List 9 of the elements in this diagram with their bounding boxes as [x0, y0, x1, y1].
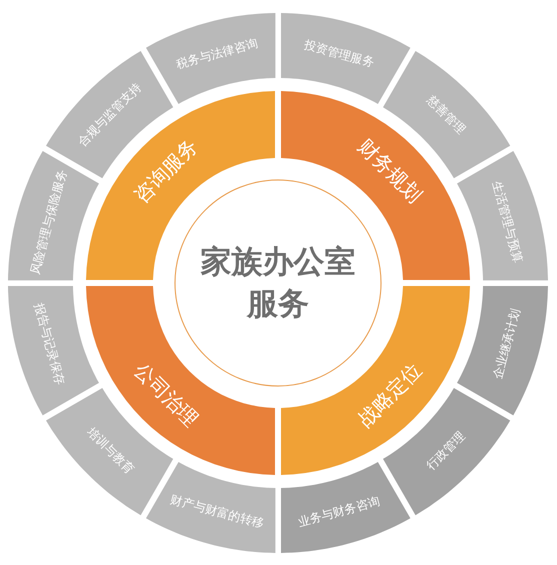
segment-label: 企业继承计划	[490, 307, 524, 382]
segment-label: 报告与记录保存	[30, 302, 68, 388]
segment-label: 风险管理与保险服务	[26, 167, 70, 276]
segment-label: 财产与财富的转移	[168, 492, 266, 534]
segment-label: 业务与财务咨询	[296, 493, 382, 532]
segment-label: 生活管理与预算	[489, 178, 526, 264]
center-title: 家族办公室服务	[200, 243, 356, 324]
segment-label: 投资管理服务	[302, 36, 376, 72]
segment-label: 税务与法律咨询	[174, 34, 260, 73]
